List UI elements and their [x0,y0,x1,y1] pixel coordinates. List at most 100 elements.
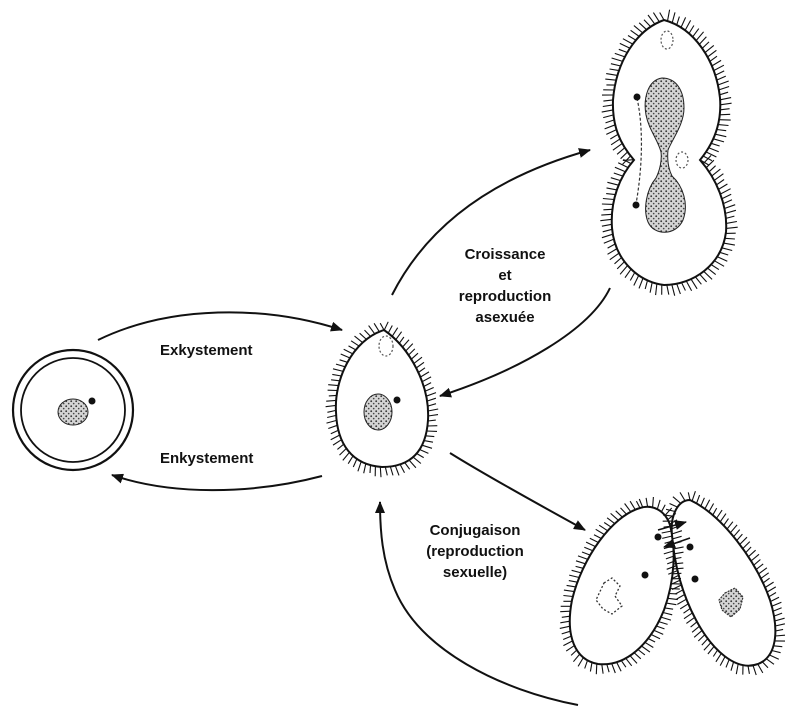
cilium [639,23,646,30]
cilium [666,603,676,605]
cilium [327,410,336,412]
cilium [621,508,627,514]
cilium [399,337,404,343]
cilium [710,56,717,61]
cilium [653,13,659,22]
cilium [612,663,616,673]
cilium [702,639,708,646]
cilium [608,244,616,248]
cilium [695,277,701,284]
cilium [758,664,763,673]
cilium [331,435,340,440]
cilium [696,32,704,41]
cilium [582,552,590,555]
cilium [328,385,338,386]
conj-micronucleus-4 [692,576,699,583]
cilium [585,660,588,668]
cilium [625,269,631,278]
cilium [716,510,722,518]
cilium [725,238,735,239]
cilium [611,513,619,520]
cilium [636,501,640,508]
cilium [603,229,612,232]
cilium [405,463,410,470]
cilium [708,50,717,57]
cilium [353,459,357,467]
cilium [572,570,582,573]
cilium [420,372,429,377]
cilium [607,188,617,190]
cilium [713,650,717,657]
cilium [648,15,655,24]
cilium [596,529,605,534]
label-croissance: Croissance et reproduction asexuée [430,244,580,328]
cilium [726,659,729,667]
cilium [341,354,350,358]
cilium [628,36,636,41]
cyst [13,350,133,470]
cilium [422,445,432,448]
cilium [337,444,343,449]
cilium [723,200,732,204]
cilium [396,332,402,340]
cilium [365,330,371,336]
cilium [691,279,697,289]
cilium [651,634,660,638]
cilium [712,169,721,176]
cilium [726,216,735,218]
cilium [327,415,336,417]
cilium [569,581,578,583]
cilium [606,194,615,195]
cilium [602,110,613,112]
cilium [617,148,625,155]
cilium [613,143,622,150]
cilium [772,651,781,653]
cilium [380,467,381,477]
cilium [578,658,583,667]
cilium [709,166,716,172]
cilium [380,323,384,330]
cilium [677,17,680,25]
cilium [705,45,714,52]
cilium [331,380,340,381]
cilium [709,504,714,513]
cilium [333,440,342,445]
cilium [769,593,776,597]
cilium [726,222,737,224]
cilium [403,340,410,347]
cilium [720,103,731,105]
cilium [601,214,612,215]
cilium [663,613,672,615]
cilium [686,617,694,623]
cilium [670,504,678,508]
cilium [562,631,571,634]
cilium [385,467,387,476]
cilium [774,646,783,647]
cilium [417,454,424,458]
label-croissance-line: et [430,265,580,286]
cilium [673,568,683,569]
label-conjugaison-line: (reproduction [400,541,550,562]
cilium [603,199,614,200]
label-croissance-line: Croissance [430,244,580,265]
cilium [409,460,416,468]
cilium [610,253,619,260]
cilium [714,65,724,70]
cilium [340,360,348,363]
cilium [689,26,694,34]
cilium [719,87,729,90]
cilium [656,626,664,629]
cilium [711,265,719,270]
cilium [708,268,716,275]
cilium [672,285,675,296]
cilium [691,622,697,627]
cilium [358,462,361,472]
cilium [564,590,574,592]
cilium [392,328,398,337]
cilium [560,621,570,623]
cilium [684,608,691,613]
cilium [720,189,730,194]
cilium [773,608,782,612]
cilium [722,248,732,251]
